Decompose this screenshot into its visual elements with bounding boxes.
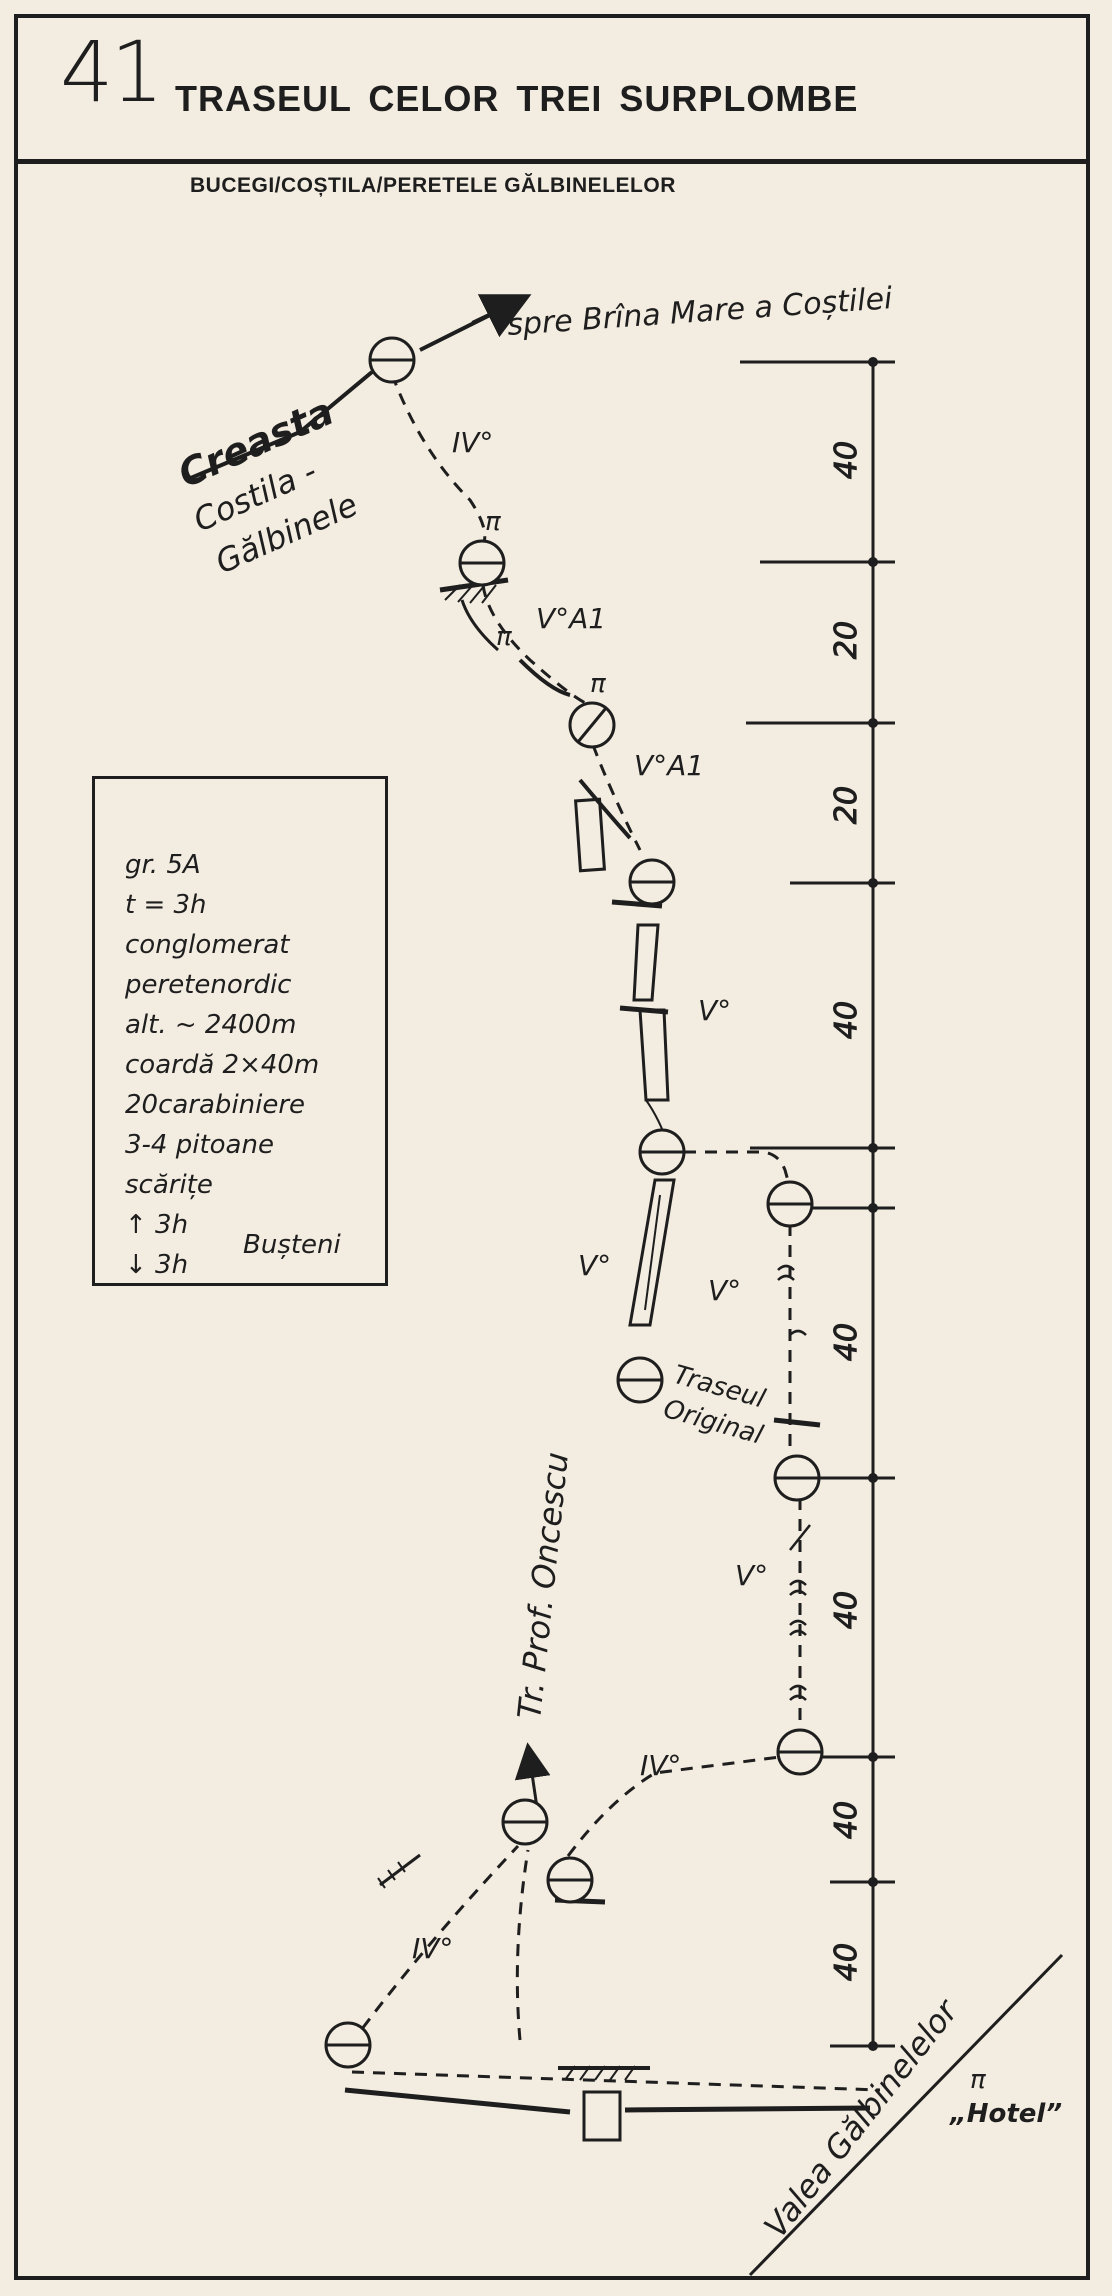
scale-dot (868, 557, 878, 567)
grade-label: V°A1 (634, 749, 704, 782)
pi-icon: π (485, 507, 501, 537)
pi-icon: π (590, 669, 606, 699)
crack-features (573, 797, 676, 1327)
scale-label: 40 (829, 1591, 864, 1629)
grade-label: V°A1 (536, 602, 606, 635)
grade-label: IV° (412, 1932, 453, 1965)
hotel-label: „Hotel” (949, 2099, 1062, 2129)
scale-label: 40 (829, 1001, 864, 1039)
info-face: peretenordic (125, 970, 292, 1000)
page-frame (14, 14, 1090, 2280)
belay-station (568, 701, 616, 749)
scale-label: 20 (829, 621, 864, 659)
scale-label: 40 (829, 441, 864, 479)
header-band (14, 14, 1090, 164)
info-time: t = 3h (125, 890, 207, 920)
belay-station (458, 539, 506, 587)
grade-label: IV° (452, 426, 493, 459)
scale-dot (868, 718, 878, 728)
breadcrumb: BUCEGI/COȘTILA/PERETELE GĂLBINELELOR (190, 174, 676, 197)
valley-line (748, 1953, 1064, 2277)
scale-label: 40 (829, 1801, 864, 1839)
exit-label: spre Brîna Mare a Coștilei (506, 281, 894, 343)
belay-station (368, 336, 416, 384)
oncescu-route-label: Tr. Prof. Oncescu (510, 1450, 576, 1721)
belay-station (766, 1180, 814, 1228)
exit-arrow (419, 294, 532, 352)
grade-label: V° (708, 1274, 741, 1307)
grade-label: V° (578, 1249, 611, 1282)
info-carabiners: 20carabiniere (125, 1090, 306, 1120)
height-scale: 40 20 20 40 40 40 40 40 (740, 357, 895, 2051)
info-grade: gr. 5A (125, 850, 201, 880)
route-number: 41 (60, 23, 164, 121)
grade-label: V° (698, 994, 731, 1027)
belay-station (776, 1728, 824, 1776)
scale-label: 20 (829, 786, 864, 824)
pi-symbols: π π π π (485, 507, 986, 2095)
belay-station (638, 1128, 686, 1176)
belay-station (616, 1356, 664, 1404)
route-title: TRASEUL CELOR TREI SURPLOMBE (175, 78, 859, 119)
ladder-marks (777, 1264, 811, 1701)
scale-dot (868, 1203, 878, 1213)
info-approach-town: Bușteni (243, 1230, 341, 1260)
info-approach: ↑ 3h Bușteni (125, 1205, 375, 1260)
scale-dot (868, 1877, 878, 1887)
scale-dot (868, 1143, 878, 1153)
info-approach-up: ↑ 3h (125, 1210, 189, 1240)
info-altitude: alt. ~ 2400m (125, 1010, 297, 1040)
pi-icon: π (970, 2065, 986, 2095)
scale-dot (868, 1473, 878, 1483)
scale-label: 40 (829, 1323, 864, 1361)
scale-dot (868, 357, 878, 367)
pi-icon: π (496, 622, 512, 652)
belay-station (501, 1798, 549, 1846)
scale-dot (868, 1752, 878, 1762)
route-path (348, 373, 881, 2092)
info-rock: conglomerat (125, 930, 290, 960)
info-descent: ↓ 3h (125, 1250, 189, 1280)
scale-label: 40 (829, 1943, 864, 1981)
info-pitons: 3-4 pitoane (125, 1130, 274, 1160)
belay-station (773, 1454, 821, 1502)
grade-label: V° (735, 1559, 768, 1592)
scale-dot (868, 2041, 878, 2051)
belay-stations (324, 336, 824, 2069)
grade-label: IV° (640, 1749, 681, 1782)
belay-station (546, 1856, 594, 1904)
belay-station (324, 2021, 372, 2069)
ridge-line (185, 294, 532, 482)
scale-dot (868, 878, 878, 888)
info-rope: coardă 2×40m (125, 1050, 320, 1080)
valley-label: Valea Gălbinelelor (756, 1991, 966, 2245)
belay-station (628, 858, 676, 906)
route-info-box: gr. 5A t = 3h conglomerat peretenordic a… (92, 776, 388, 1286)
info-ladders: scărițe (125, 1170, 213, 1200)
